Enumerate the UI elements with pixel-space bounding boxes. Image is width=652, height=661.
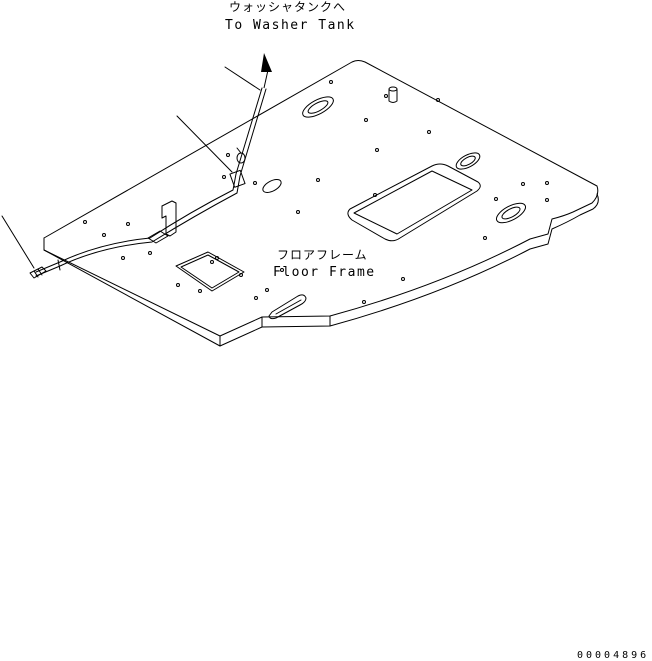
slot-top xyxy=(302,96,334,118)
leader-line-1 xyxy=(224,66,261,91)
arrow-to-washer-tank xyxy=(261,53,272,89)
post xyxy=(388,86,398,103)
washer-tank-label-en: To Washer Tank xyxy=(225,18,356,33)
floor-frame-label-en: Floor Frame xyxy=(273,265,376,280)
slot-mid xyxy=(262,179,282,193)
bolt-holes xyxy=(83,80,549,304)
slot-far-right xyxy=(495,202,527,224)
floor-frame-label-jp: フロアフレーム xyxy=(277,248,368,262)
leader-line-3 xyxy=(1,215,35,269)
nozzle xyxy=(29,266,47,279)
large-opening xyxy=(347,163,481,242)
slot-right xyxy=(455,152,481,170)
slot-bottom xyxy=(268,294,307,320)
drawing-number: 00004896 xyxy=(577,650,649,661)
floor-frame-plate xyxy=(43,60,599,347)
leader-line-2 xyxy=(176,115,233,173)
square-opening xyxy=(175,251,245,292)
washer-tank-label-jp: ウォッシャタンクへ xyxy=(229,0,346,14)
washer-hose xyxy=(35,87,267,277)
